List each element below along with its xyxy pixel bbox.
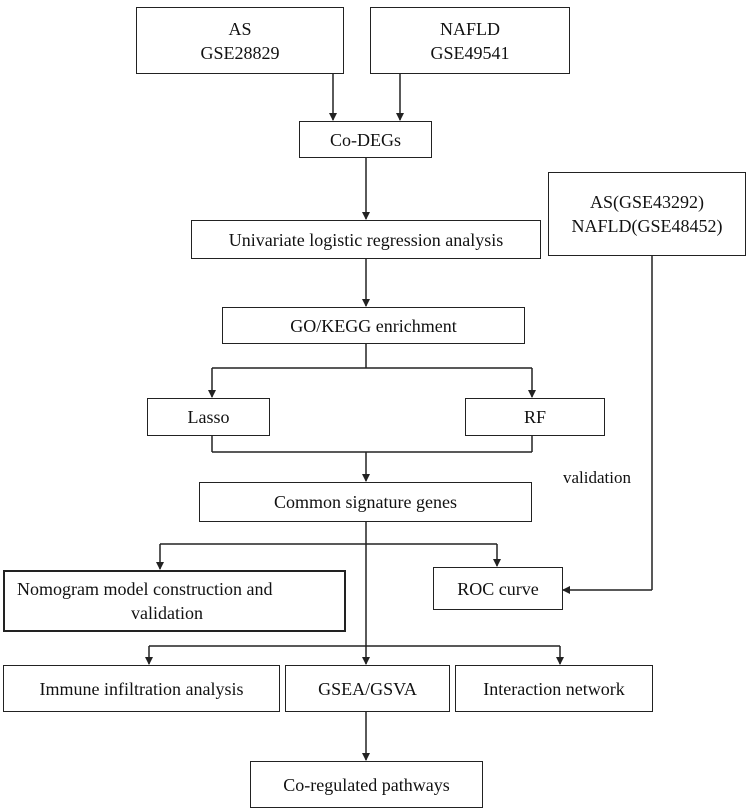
- node-nomogram-line1: Nomogram model construction and: [17, 579, 273, 599]
- node-immune: Immune infiltration analysis: [3, 665, 280, 712]
- node-as: AS GSE28829: [136, 7, 344, 74]
- node-nomogram: Nomogram model construction and validati…: [3, 570, 346, 632]
- node-interaction-label: Interaction network: [483, 678, 625, 699]
- node-nafld-line2: GSE49541: [430, 42, 510, 63]
- node-validation-sets: AS(GSE43292) NAFLD(GSE48452): [548, 172, 746, 256]
- node-univariate: Univariate logistic regression analysis: [191, 220, 541, 259]
- node-lasso: Lasso: [147, 398, 270, 436]
- node-roc-label: ROC curve: [457, 578, 539, 599]
- node-rf-label: RF: [523, 407, 547, 427]
- node-validation-sets-line2: NAFLD(GSE48452): [571, 216, 723, 236]
- node-validation-sets-line1: AS(GSE43292): [589, 192, 704, 212]
- node-common-genes: Common signature genes: [199, 482, 532, 522]
- node-as-line2: GSE28829: [200, 42, 280, 63]
- node-roc: ROC curve: [433, 567, 563, 610]
- node-rf: RF: [465, 398, 605, 436]
- node-nafld: NAFLD GSE49541: [370, 7, 570, 74]
- node-as-line1: AS: [228, 18, 252, 39]
- node-univariate-label: Univariate logistic regression analysis: [228, 229, 504, 250]
- node-immune-label: Immune infiltration analysis: [39, 678, 244, 699]
- node-gsea-gsva: GSEA/GSVA: [285, 665, 450, 712]
- node-nomogram-line2: validation: [131, 603, 203, 623]
- node-co-degs: Co-DEGs: [299, 121, 432, 158]
- edge-label-validation: validation: [563, 468, 631, 487]
- node-gsea-gsva-label: GSEA/GSVA: [318, 678, 417, 699]
- node-co-pathways-label: Co-regulated pathways: [283, 774, 450, 795]
- node-common-genes-label: Common signature genes: [274, 492, 457, 512]
- node-go-kegg-label: GO/KEGG enrichment: [290, 315, 457, 336]
- node-lasso-label: Lasso: [187, 407, 230, 427]
- node-go-kegg: GO/KEGG enrichment: [222, 307, 525, 344]
- node-interaction: Interaction network: [455, 665, 653, 712]
- node-co-degs-label: Co-DEGs: [330, 129, 401, 150]
- node-nafld-line1: NAFLD: [439, 18, 500, 39]
- node-co-pathways: Co-regulated pathways: [250, 761, 483, 808]
